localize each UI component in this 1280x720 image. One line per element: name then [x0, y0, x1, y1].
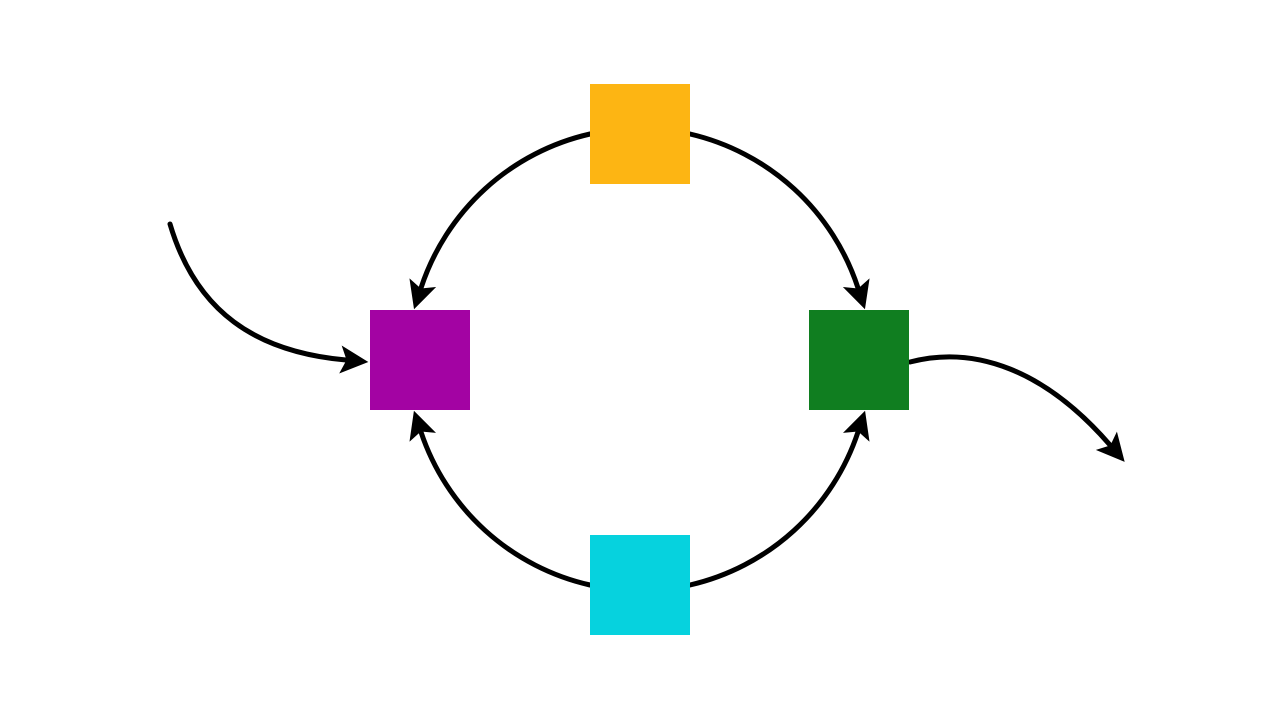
edge-external-input-arrow: [167, 221, 369, 374]
green-node: [809, 310, 909, 410]
amber-node: [590, 84, 690, 184]
edge-top-to-left: [409, 131, 593, 310]
edge-top-to-right: [687, 131, 870, 310]
edge-bottom-to-left: [409, 410, 593, 588]
edge-external-output-arrow: [907, 354, 1125, 462]
cyan-node: [590, 535, 690, 635]
purple-node: [370, 310, 470, 410]
edge-bottom-to-right: [687, 410, 870, 588]
